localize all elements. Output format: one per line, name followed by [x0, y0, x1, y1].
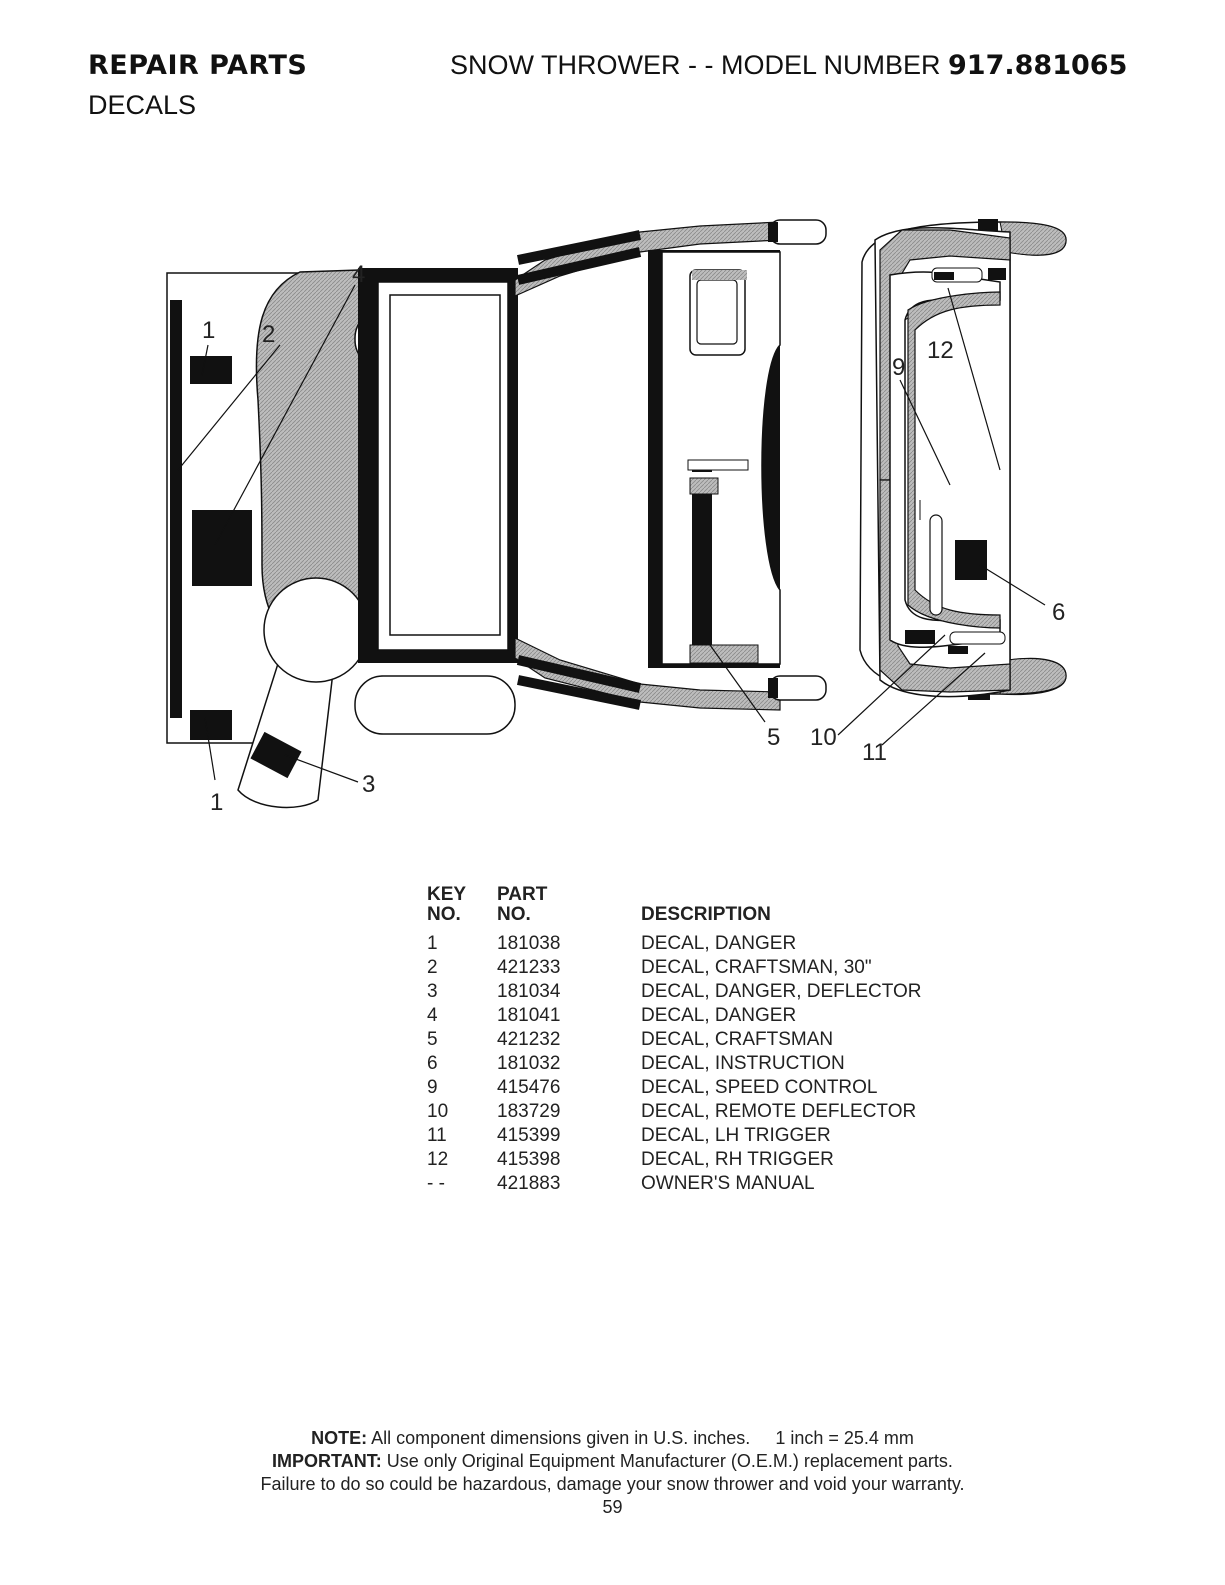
- important-text: Use only Original Equipment Manufacturer…: [381, 1451, 953, 1471]
- cell-description: DECAL, CRAFTSMAN: [641, 1029, 834, 1050]
- decal-10: [905, 630, 935, 644]
- wheel-bottom: [354, 675, 516, 735]
- cell-part-no: 415398: [497, 1149, 561, 1170]
- cell-key-no: 3: [427, 981, 438, 1002]
- handle-lower: [514, 637, 781, 711]
- cell-description: DECAL, SPEED CONTROL: [641, 1077, 878, 1098]
- table-row: 10 183729 DECAL, REMOTE DEFLECTOR: [427, 1099, 971, 1123]
- cell-key-no: 5: [427, 1029, 438, 1050]
- cell-part-no: 181041: [497, 1005, 561, 1026]
- cell-part-no: 181034: [497, 981, 561, 1002]
- decal-1-bottom: [190, 710, 232, 740]
- callout-9: 9: [892, 354, 905, 381]
- table-row: 2 421233 DECAL, CRAFTSMAN, 30": [427, 955, 971, 979]
- page-number: 59: [602, 1497, 623, 1517]
- footer-note: NOTE: All component dimensions given in …: [0, 1428, 1225, 1449]
- callout-4: 4: [352, 261, 365, 288]
- discharge-chute: [237, 577, 369, 809]
- cell-part-no: 415476: [497, 1077, 561, 1098]
- decal-6: [955, 540, 987, 580]
- cell-key-no: 12: [427, 1149, 449, 1170]
- table-row: 1 181038 DECAL, DANGER: [427, 931, 971, 955]
- callout-2: 2: [262, 321, 275, 348]
- cell-description: DECAL, LH TRIGGER: [641, 1125, 831, 1146]
- cell-description: DECAL, DANGER, DEFLECTOR: [641, 981, 922, 1002]
- cell-part-no: 183729: [497, 1101, 561, 1122]
- footer-warning: Failure to do so could be hazardous, dam…: [260, 1474, 965, 1494]
- cell-description: DECAL, DANGER: [641, 1005, 797, 1026]
- grip-bottom: [769, 675, 827, 701]
- table-row: 11 415399 DECAL, LH TRIGGER: [427, 1123, 971, 1147]
- cell-part-no: 415399: [497, 1125, 561, 1146]
- note-label: NOTE:: [311, 1428, 368, 1448]
- cell-description: DECAL, DANGER: [641, 933, 797, 954]
- table-row: 3 181034 DECAL, DANGER, DEFLECTOR: [427, 979, 971, 1003]
- cell-description: OWNER'S MANUAL: [641, 1173, 815, 1194]
- table-row: 9 415476 DECAL, SPEED CONTROL: [427, 1075, 971, 1099]
- page-title-model: SNOW THROWER - - MODEL NUMBER 917.881065: [450, 50, 1127, 81]
- cell-key-no: - -: [427, 1173, 445, 1194]
- decals-diagram: 1 2 4 1 3 5 10 11 6 9 12: [166, 219, 1067, 816]
- callout-1-top: 1: [202, 317, 215, 344]
- table-row: 5 421232 DECAL, CRAFTSMAN: [427, 1027, 971, 1051]
- cell-key-no: 6: [427, 1053, 438, 1074]
- callout-1-bottom: 1: [210, 789, 223, 816]
- cell-key-no: 4: [427, 1005, 438, 1026]
- cell-key-no: 11: [427, 1125, 447, 1146]
- cell-key-no: 1: [427, 933, 438, 954]
- control-panel: [661, 251, 781, 665]
- cell-part-no: 181032: [497, 1053, 561, 1074]
- callout-3: 3: [362, 771, 375, 798]
- cell-description: DECAL, INSTRUCTION: [641, 1053, 845, 1074]
- cell-description: DECAL, REMOTE DEFLECTOR: [641, 1101, 917, 1122]
- top-view: [166, 219, 827, 809]
- decal-11: [948, 646, 968, 654]
- table-row: 4 181041 DECAL, DANGER: [427, 1003, 971, 1027]
- cell-part-no: 421883: [497, 1173, 561, 1194]
- rear-view: [859, 219, 1067, 700]
- decal-5: [692, 470, 712, 645]
- section-subtitle: DECALS: [88, 90, 197, 120]
- important-label: IMPORTANT:: [272, 1451, 382, 1471]
- decal-2-strip: [170, 300, 182, 718]
- decal-4: [192, 510, 252, 586]
- callout-6: 6: [1052, 599, 1065, 626]
- table-row: 6 181032 DECAL, INSTRUCTION: [427, 1051, 971, 1075]
- decal-3: [250, 731, 302, 779]
- callout-11: 11: [862, 739, 887, 766]
- model-number: 917.881065: [948, 50, 1128, 81]
- cell-part-no: 421233: [497, 957, 561, 978]
- cell-part-no: 181038: [497, 933, 561, 954]
- leader-lines: [177, 284, 1046, 783]
- cell-key-no: 10: [427, 1101, 449, 1122]
- decal-9: [934, 272, 954, 280]
- header-description: DESCRIPTION: [641, 904, 771, 925]
- cell-key-no: 2: [427, 957, 438, 978]
- table-row: - - 421883 OWNER'S MANUAL: [427, 1171, 971, 1195]
- footer-important: IMPORTANT: Use only Original Equipment M…: [0, 1451, 1225, 1472]
- decal-12: [988, 268, 1006, 280]
- model-title-prefix: SNOW THROWER - - MODEL NUMBER: [450, 50, 941, 80]
- callout-10: 10: [810, 724, 837, 751]
- callout-12: 12: [927, 337, 954, 364]
- decal-1-top: [190, 356, 232, 384]
- note-text: All component dimensions given in U.S. i…: [367, 1428, 914, 1448]
- page-title-repair-parts: REPAIR PARTS: [88, 50, 308, 81]
- table-row: 12 415398 DECAL, RH TRIGGER: [427, 1147, 971, 1171]
- cell-description: DECAL, RH TRIGGER: [641, 1149, 834, 1170]
- cell-part-no: 421232: [497, 1029, 561, 1050]
- callout-5: 5: [767, 724, 780, 751]
- cell-key-no: 9: [427, 1077, 438, 1098]
- grip-top: [769, 219, 827, 245]
- cell-description: DECAL, CRAFTSMAN, 30": [641, 957, 872, 978]
